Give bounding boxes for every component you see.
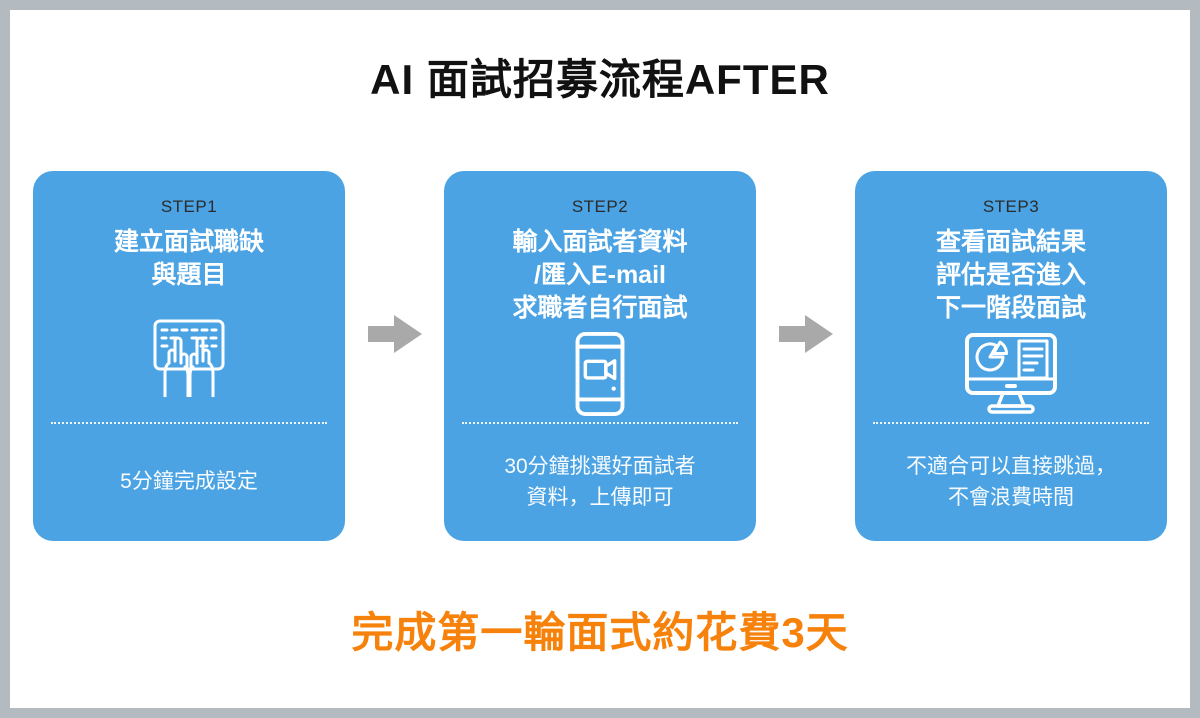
step-label-2: STEP2 [571,197,629,216]
step-card-3: STEP3 查看面試結果 評估是否進入 下一階段面試 [855,171,1167,541]
step-title-1: 建立面試職缺 與題目 [113,228,264,289]
footer-highlight-text: 完成第一輪面式約花費3天 [351,609,849,656]
dotted-divider-3 [873,422,1149,424]
arrow-gap-2 [756,171,855,355]
step-icon-area-2 [444,325,756,422]
step-note-2: 30分鐘挑選好面試者 資料，上傳即可 [504,455,696,509]
step-card-1: STEP1 建立面試職缺 與題目 [33,171,345,541]
steps-row: STEP1 建立面試職缺 與題目 [10,171,1190,541]
step-card-2: STEP2 輸入面試者資料 /匯入E-mail 求職者自行面試 [444,171,756,541]
flow-arrow-icon [366,313,424,355]
step-icon-area-1 [33,292,345,422]
page-title: AI 面試招募流程AFTER [370,56,830,103]
dotted-divider-1 [51,422,327,424]
step-note-3: 不適合可以直接跳過， 不會浪費時間 [906,455,1116,509]
dotted-divider-2 [462,422,738,424]
phone-video-interview-icon [574,331,626,417]
step-title-3: 查看面試結果 評估是否進入 下一階段面試 [935,228,1086,322]
step-label-3: STEP3 [982,197,1040,216]
step-icon-area-3 [855,325,1167,422]
monitor-results-icon [963,332,1059,416]
step-label-1: STEP1 [160,197,218,216]
step-note-1: 5分鐘完成設定 [120,470,258,494]
keyboard-typing-icon [145,317,233,397]
step-title-2: 輸入面試者資料 /匯入E-mail 求職者自行面試 [512,228,688,322]
arrow-gap-1 [345,171,444,355]
flow-arrow-icon [777,313,835,355]
